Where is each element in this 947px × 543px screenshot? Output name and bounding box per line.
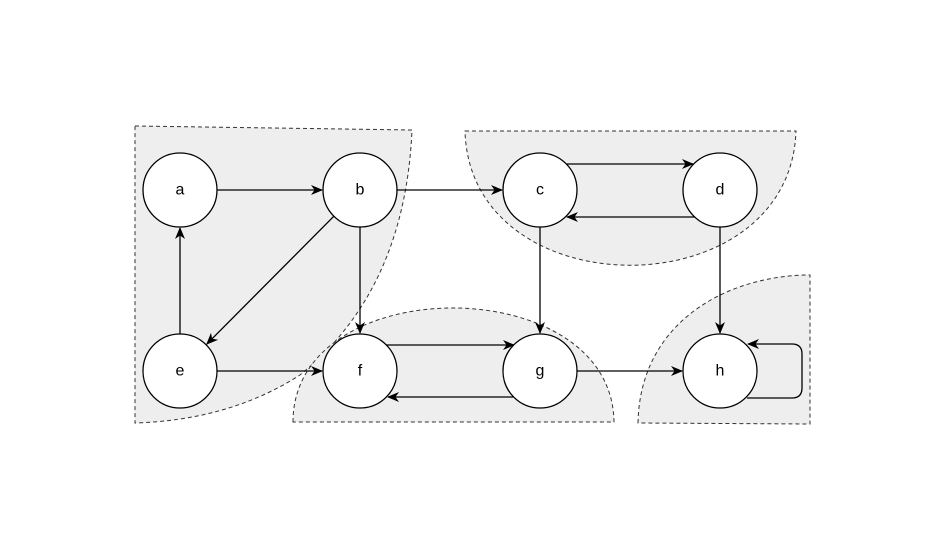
node-label: d [716,182,725,199]
node-circle [682,333,758,409]
node-a: a [142,152,218,228]
node-circle [322,152,398,228]
node-label: c [536,182,544,199]
node-label: b [356,182,365,199]
node-b: b [322,152,398,228]
node-circle [142,333,218,409]
edge-h-h [747,339,803,399]
node-c: c [502,152,578,228]
node-circle [142,152,218,228]
node-circle [502,333,578,409]
node-circle [682,152,758,228]
node-d: d [682,152,758,228]
nodes: a b c d e f g h [142,152,758,409]
node-h: h [682,333,758,409]
node-e: e [142,333,218,409]
node-label: h [716,363,725,380]
edge-b-e [206,215,335,345]
node-circle [502,152,578,228]
node-g: g [502,333,578,409]
node-label: f [358,363,363,380]
node-label: g [536,363,545,380]
node-circle [322,333,398,409]
node-label: e [176,363,185,380]
edges [175,159,803,402]
node-f: f [322,333,398,409]
node-label: a [176,182,185,199]
